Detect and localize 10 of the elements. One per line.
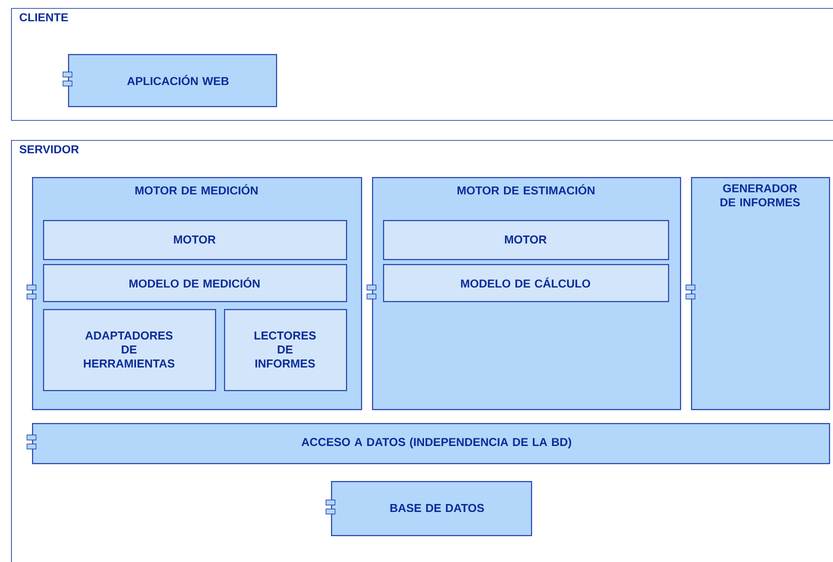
part-box: MOTOR	[383, 220, 670, 260]
part-box: ADAPTADORES DE HERRAMIENTAS	[43, 309, 216, 392]
part-box: MODELO DE CÁLCULO	[383, 264, 670, 302]
part-box: LECTORES DE INFORMES	[224, 309, 348, 392]
part-box: MOTOR	[43, 220, 348, 260]
part-box: MODELO DE MEDICIÓN	[43, 264, 348, 302]
component-box: ACCESO A DATOS (INDEPENDENCIA DE LA BD)	[26, 423, 830, 464]
component-box: BASE DE DATOS	[326, 481, 532, 536]
component-box: APLICACIÓN WEB	[62, 54, 278, 108]
component-box: GENERADOR DE INFORMES	[686, 177, 830, 410]
